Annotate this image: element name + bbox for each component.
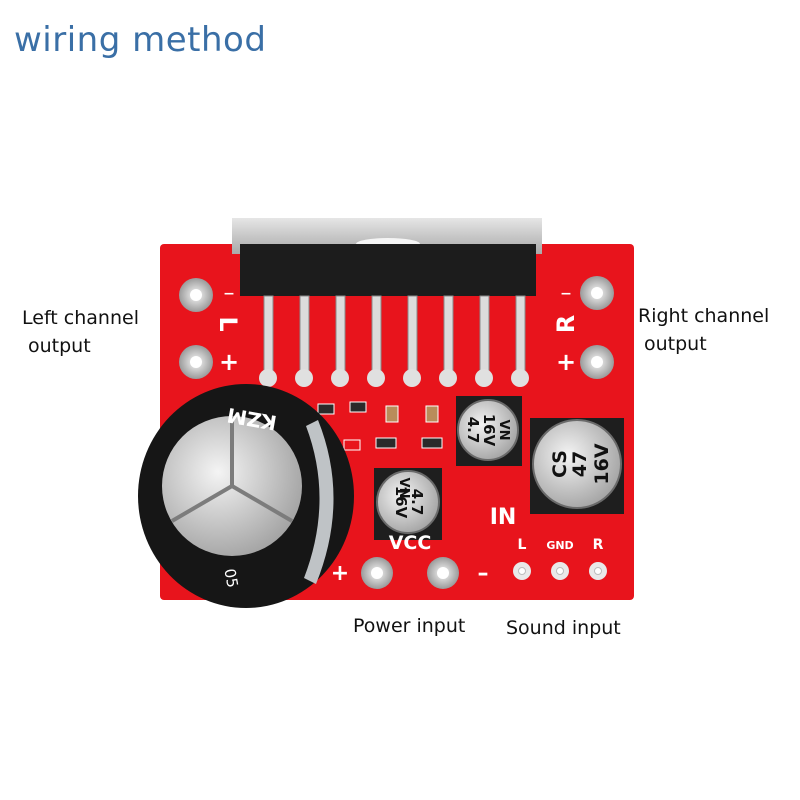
right-channel-output-label: Right channel output [638, 302, 769, 358]
ic-pins [263, 295, 526, 375]
in-l-marking: L [518, 537, 527, 553]
in-marking: IN [490, 505, 517, 530]
right-r-marking: R [552, 315, 580, 333]
pad-hole [190, 289, 202, 301]
ic-pin [443, 295, 454, 375]
ic-pin-pad [331, 369, 349, 387]
cap1-value: 4.7 [464, 417, 482, 444]
ic-pin [407, 295, 418, 375]
pad-hole [518, 567, 526, 575]
vcc-minus-marking: – [478, 561, 489, 586]
left-channel-output-label: Left channel output [22, 304, 139, 360]
right-plus-marking: + [556, 348, 576, 376]
capacitor-can [532, 419, 622, 509]
pad-hole [371, 567, 383, 579]
pad-hole [437, 567, 449, 579]
ic-pin [515, 295, 526, 375]
cap3-voltage: 16V [591, 443, 613, 484]
smd-resistor [375, 437, 397, 449]
sound-input-label: Sound input [506, 617, 621, 639]
capacitor-c3: CS 47 16V [530, 418, 624, 514]
vcc-plus-marking: + [331, 561, 349, 586]
pad-hole [556, 567, 564, 575]
cap2-voltage: 16V [392, 486, 410, 519]
cap2-value: 4.7 [408, 489, 426, 516]
smd-components [317, 401, 443, 451]
ic-pin [479, 295, 490, 375]
right-output-line-2: output [644, 333, 707, 355]
capacitor-can [376, 470, 440, 534]
cap2-series: VN [396, 478, 411, 499]
pad-hole [591, 287, 603, 299]
ic-pin-pad [367, 369, 385, 387]
pad-hole [190, 356, 202, 368]
ic-pin-pad [511, 369, 529, 387]
smd-capacitor [425, 405, 439, 423]
right-output-line-1: Right channel [638, 305, 770, 327]
in-r-marking: R [593, 537, 604, 553]
cap3-series: CS [549, 450, 571, 478]
ic-pin [263, 295, 274, 375]
ic-pin [299, 295, 310, 375]
in-gnd-marking: GND [546, 539, 573, 552]
ic-pin [335, 295, 346, 375]
capacitor-c1: 4.7 16V VN [456, 396, 522, 466]
capacitor-c2: VN 16V 4.7 [374, 468, 442, 540]
sleeve-stripe [304, 420, 334, 584]
pad-hole [594, 567, 602, 575]
smd-resistor [349, 401, 367, 413]
smd-resistor [343, 439, 361, 451]
ic-pin [371, 295, 382, 375]
ic-pin-pad [403, 369, 421, 387]
ic-pin-pad [439, 369, 457, 387]
vcc-marking: VCC [389, 532, 432, 554]
smd-resistor [317, 403, 335, 415]
left-output-line-1: Left channel [22, 307, 139, 329]
big-electrolytic-capacitor: KZM 05 [138, 384, 354, 608]
amplifier-ic [240, 244, 536, 296]
pad-hole [591, 356, 603, 368]
ic-pin-pad [259, 369, 277, 387]
right-minus-marking: – [561, 281, 572, 306]
cap1-series: VN [496, 420, 511, 441]
ic-pin-pads [259, 369, 529, 387]
ic-pin-pad [295, 369, 313, 387]
left-minus-marking: – [224, 281, 235, 306]
power-input-label: Power input [353, 615, 466, 637]
page-title: wiring method [14, 20, 267, 60]
left-output-line-2: output [28, 335, 91, 357]
ic-pin-pad [475, 369, 493, 387]
cap1-voltage: 16V [480, 414, 498, 447]
cap3-value: 47 [569, 451, 591, 477]
big-cap-code: 05 [220, 567, 241, 589]
smd-resistor [421, 437, 443, 449]
left-plus-marking: + [219, 348, 239, 376]
smd-capacitor [385, 405, 399, 423]
left-l-marking: L [214, 316, 242, 331]
capacitor-can [457, 399, 519, 461]
vent-score [170, 416, 294, 523]
